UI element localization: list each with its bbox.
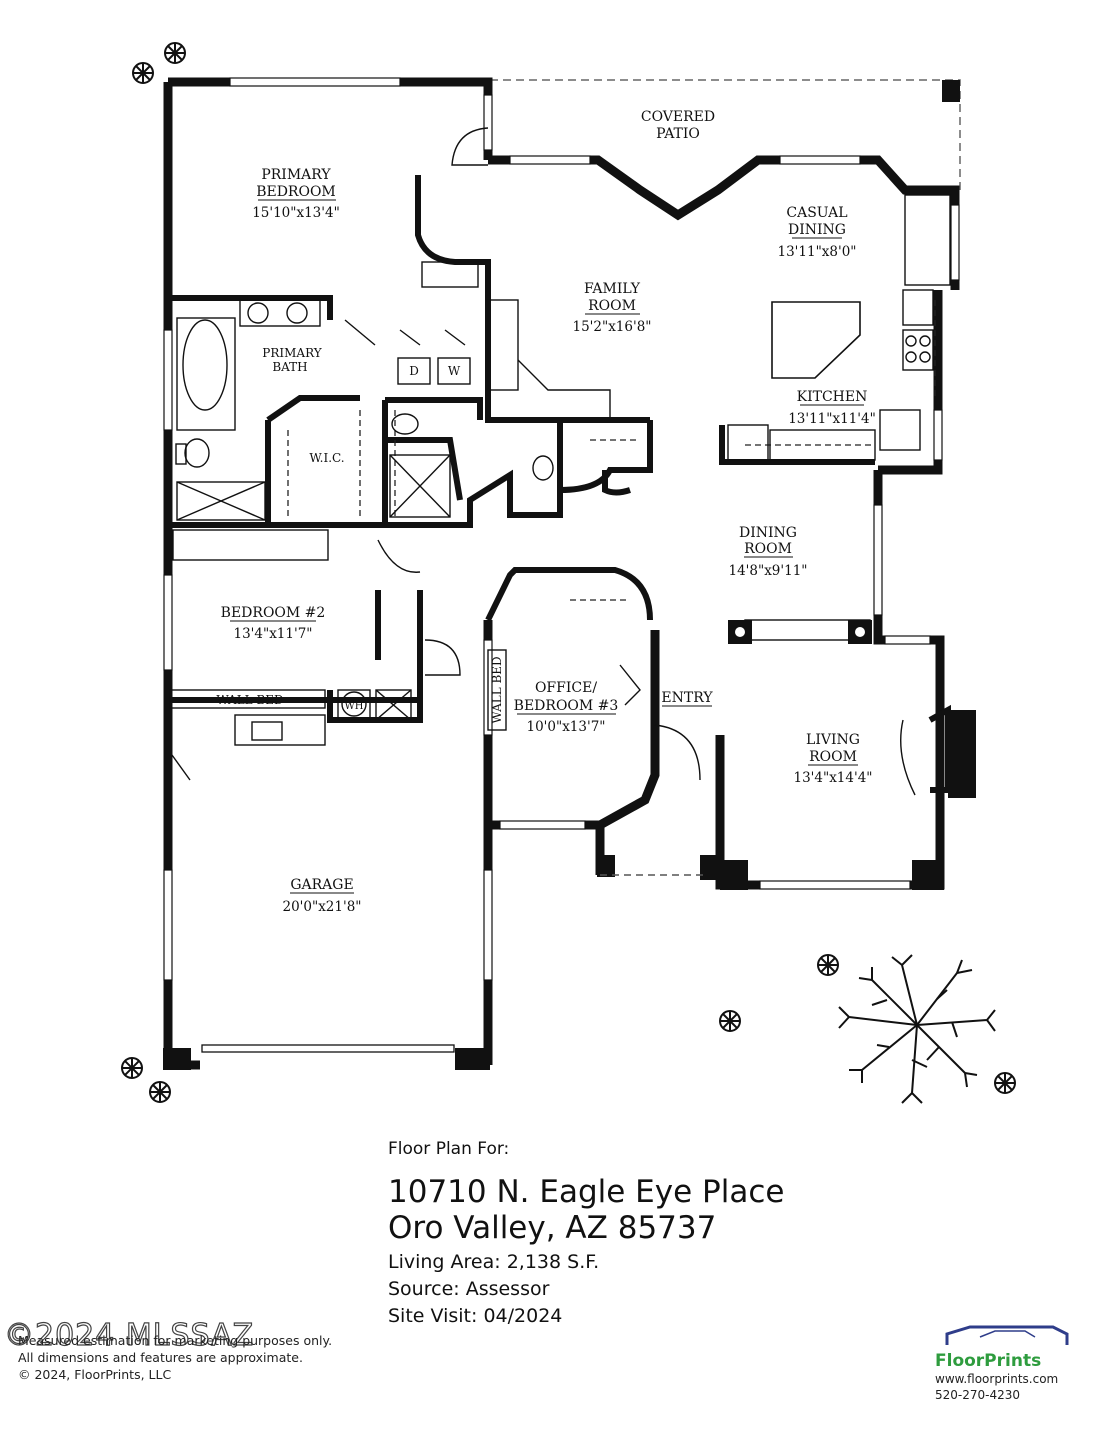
shrub-icon — [121, 1057, 143, 1079]
casual-dining-dims: 13'11"x8'0" — [778, 244, 857, 260]
garage-label: GARAGE — [290, 877, 353, 893]
fixture-labels: WALL BED WALL BED D W WH — [216, 364, 504, 724]
address-line-2: Oro Valley, AZ 85737 — [388, 1210, 717, 1246]
corner-posts — [163, 710, 976, 1070]
disclaimer-line-3: © 2024, FloorPrints, LLC — [18, 1367, 172, 1382]
family-room-label-2: ROOM — [588, 298, 636, 314]
garage-dims: 20'0"x21'8" — [283, 899, 362, 915]
living-room-dims: 13'4"x14'4" — [794, 770, 873, 786]
door-swings — [171, 127, 701, 781]
casual-dining-label: CASUAL — [786, 205, 847, 221]
living-room-label-2: ROOM — [809, 749, 857, 765]
disclaimer-line-2: All dimensions and features are approxim… — [18, 1350, 303, 1365]
covered-patio-label: COVERED — [641, 109, 715, 125]
kitchen-label: KITCHEN — [797, 389, 868, 405]
washer-label: W — [448, 364, 461, 378]
living-area: Living Area: 2,138 S.F. — [388, 1251, 600, 1273]
office-dims: 10'0"x13'7" — [527, 719, 606, 735]
title-heading: Floor Plan For: — [388, 1139, 510, 1159]
garage-door — [201, 1044, 455, 1053]
kitchen-dims: 13'11"x11'4" — [788, 411, 876, 427]
brand-phone: 520-270-4230 — [935, 1388, 1021, 1402]
dining-room-dims: 14'8"x9'11" — [729, 563, 808, 579]
family-room-dims: 15'2"x16'8" — [573, 319, 652, 335]
disclaimer: Measured estimation for marketing purpos… — [18, 1332, 332, 1383]
site-visit: Site Visit: 04/2024 — [388, 1305, 563, 1327]
brand-name: FloorPrints — [935, 1351, 1042, 1371]
dryer-label: D — [409, 364, 419, 378]
mls-watermark: ©2024 MLSSAZ — [3, 1317, 255, 1353]
dining-room-label: DINING — [739, 525, 797, 541]
shrub-icon — [719, 1010, 741, 1032]
bedroom2-dims: 13'4"x11'7" — [234, 626, 313, 642]
columns — [728, 620, 872, 644]
patio-post — [942, 80, 960, 102]
shrub-icon — [994, 1072, 1016, 1094]
office-label-2: BEDROOM #3 — [514, 698, 619, 714]
brand-website[interactable]: www.floorprints.com — [935, 1372, 1059, 1386]
shrub-icons — [121, 42, 1016, 1103]
family-room-label: FAMILY — [584, 281, 641, 297]
shrub-icon — [164, 42, 186, 64]
bedroom2-label: BEDROOM #2 — [221, 605, 326, 621]
house-roof-logo-icon — [945, 1325, 1069, 1345]
dashed-lines — [287, 300, 936, 601]
shrub-icon — [132, 62, 154, 84]
primary-bath-label-2: BATH — [272, 360, 307, 374]
shrub-icon — [817, 954, 839, 976]
primary-bath-label: PRIMARY — [262, 346, 322, 360]
windows — [163, 77, 960, 981]
wall-bed-vertical-label: WALL BED — [490, 656, 504, 723]
title-block: Floor Plan For: 10710 N. Eagle Eye Place… — [388, 1138, 948, 1329]
kitchen-island — [771, 301, 861, 379]
office-label: OFFICE/ — [535, 680, 597, 696]
tree-icon — [838, 954, 996, 1104]
floorprints-brand: FloorPrints www.floorprints.com 520-270-… — [935, 1325, 1100, 1403]
wall-bed-horizontal-label: WALL BED — [216, 693, 283, 707]
entry-label: ENTRY — [661, 690, 713, 706]
room-labels: COVERED PATIO PRIMARY BEDROOM 15'10"x13'… — [221, 109, 876, 915]
disclaimer-line-1: Measured estimation for marketing purpos… — [18, 1333, 333, 1348]
wic-label: W.I.C. — [309, 451, 344, 465]
primary-bedroom-dims: 15'10"x13'4" — [252, 205, 340, 221]
primary-bedroom-label-2: BEDROOM — [256, 184, 336, 200]
source: Source: Assessor — [388, 1278, 550, 1300]
address-line-1: 10710 N. Eagle Eye Place — [388, 1174, 785, 1210]
dining-room-label-2: ROOM — [744, 541, 792, 557]
living-room-label: LIVING — [806, 732, 860, 748]
primary-bedroom-label: PRIMARY — [261, 167, 331, 183]
covered-patio-label-2: PATIO — [656, 126, 700, 142]
shrub-icon — [149, 1081, 171, 1103]
casual-dining-label-2: DINING — [788, 222, 846, 238]
water-heater-label: WH — [345, 701, 364, 712]
